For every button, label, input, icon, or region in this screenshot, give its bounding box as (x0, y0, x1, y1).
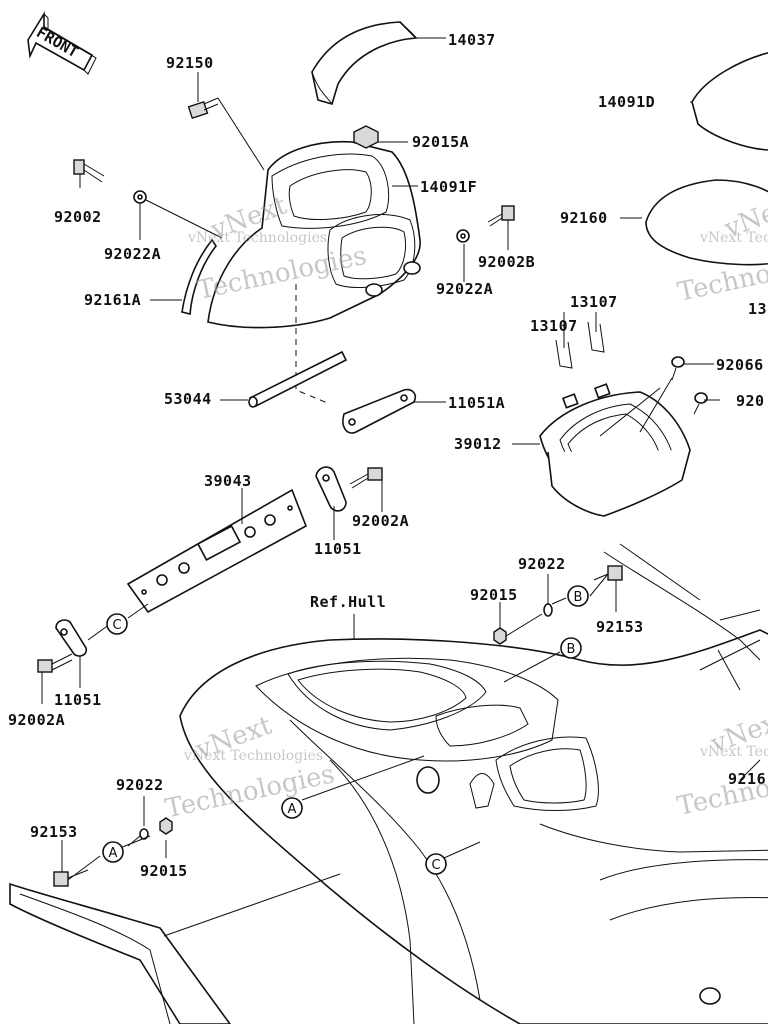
label-53044: 53044 (164, 390, 212, 408)
label-92002A-1: 92002A (352, 512, 409, 530)
svg-text:C: C (112, 618, 121, 633)
dash-cover-group (181, 21, 421, 434)
callout-c-2 (425, 853, 447, 875)
part-rod-53044 (248, 350, 348, 408)
part-pad-14091D (691, 52, 768, 151)
svg-text:vNext Technologies: vNext Technologies (699, 230, 768, 246)
label-13107-2: 13107 (530, 317, 578, 335)
label-39012: 39012 (454, 435, 502, 453)
front-arrow: FRONT (27, 11, 97, 75)
svg-text:vNext Technologies: vNext Technologies (187, 230, 327, 246)
svg-text:vNext Technologies: vNext Technologies (699, 744, 768, 760)
hardware-lower (53, 817, 173, 887)
callout-c-1 (106, 613, 128, 635)
callout-a-2 (102, 841, 124, 863)
label-9216-clipped: 9216 (728, 770, 766, 788)
label-92160: 92160 (560, 209, 608, 227)
label-92161A: 92161A (84, 291, 141, 309)
hardware-upper (73, 97, 515, 243)
svg-text:vNext Technologies: vNext Technologies (183, 748, 323, 764)
callout-b-2 (560, 637, 582, 659)
label-92002A-2: 92002A (8, 711, 65, 729)
part-grip-14037 (311, 21, 418, 105)
svg-text:B: B (567, 642, 576, 657)
storage-pocket (539, 321, 708, 517)
hull (9, 543, 768, 1024)
label-92002B: 92002B (478, 253, 535, 271)
label-13-clipped: 13 (748, 300, 767, 318)
leader-lines (41, 37, 761, 937)
label-14091F: 14091F (420, 178, 477, 196)
callout-a-1 (281, 797, 303, 819)
label-92022A-2: 92022A (436, 280, 493, 298)
label-92015-2: 92015 (140, 862, 188, 880)
label-92022-2: 92022 (116, 776, 164, 794)
label-39043: 39043 (204, 472, 252, 490)
label-92002: 92002 (54, 208, 102, 226)
seat-pieces (645, 52, 768, 266)
svg-text:A: A (109, 846, 118, 861)
label-92022-1: 92022 (518, 555, 566, 573)
callout-b-1 (567, 585, 589, 607)
part-strap-92161A (181, 238, 217, 316)
label-92066: 92066 (716, 356, 764, 374)
label-13107-1: 13107 (570, 293, 618, 311)
label-14091D: 14091D (598, 93, 655, 111)
svg-text:A: A (288, 802, 297, 817)
label-92015-1: 92015 (470, 586, 518, 604)
hardware-right (493, 565, 623, 645)
label-14037: 14037 (448, 31, 496, 49)
label-92153-2: 92153 (30, 823, 78, 841)
svg-text:C: C (431, 858, 440, 873)
label-ref-hull: Ref.Hull (310, 593, 386, 611)
label-92015A: 92015A (412, 133, 469, 151)
part-pad-92160 (645, 179, 768, 266)
panel-39043 (126, 488, 308, 614)
part-labels: 14037 14091D 92150 92015A 14091F 92002 9… (8, 31, 767, 880)
label-11051-1: 11051 (314, 540, 362, 558)
label-92153-1: 92153 (596, 618, 644, 636)
part-cover-14091F (207, 140, 421, 329)
label-11051A: 11051A (448, 394, 505, 412)
label-11051-2: 11051 (54, 691, 102, 709)
label-92022A-1: 92022A (104, 245, 161, 263)
label-92150: 92150 (166, 54, 214, 72)
label-920-clipped: 920 (736, 392, 765, 410)
svg-text:B: B (574, 590, 583, 605)
callout-circles: C B B A C A (102, 585, 589, 875)
plates-11051 (37, 466, 383, 673)
